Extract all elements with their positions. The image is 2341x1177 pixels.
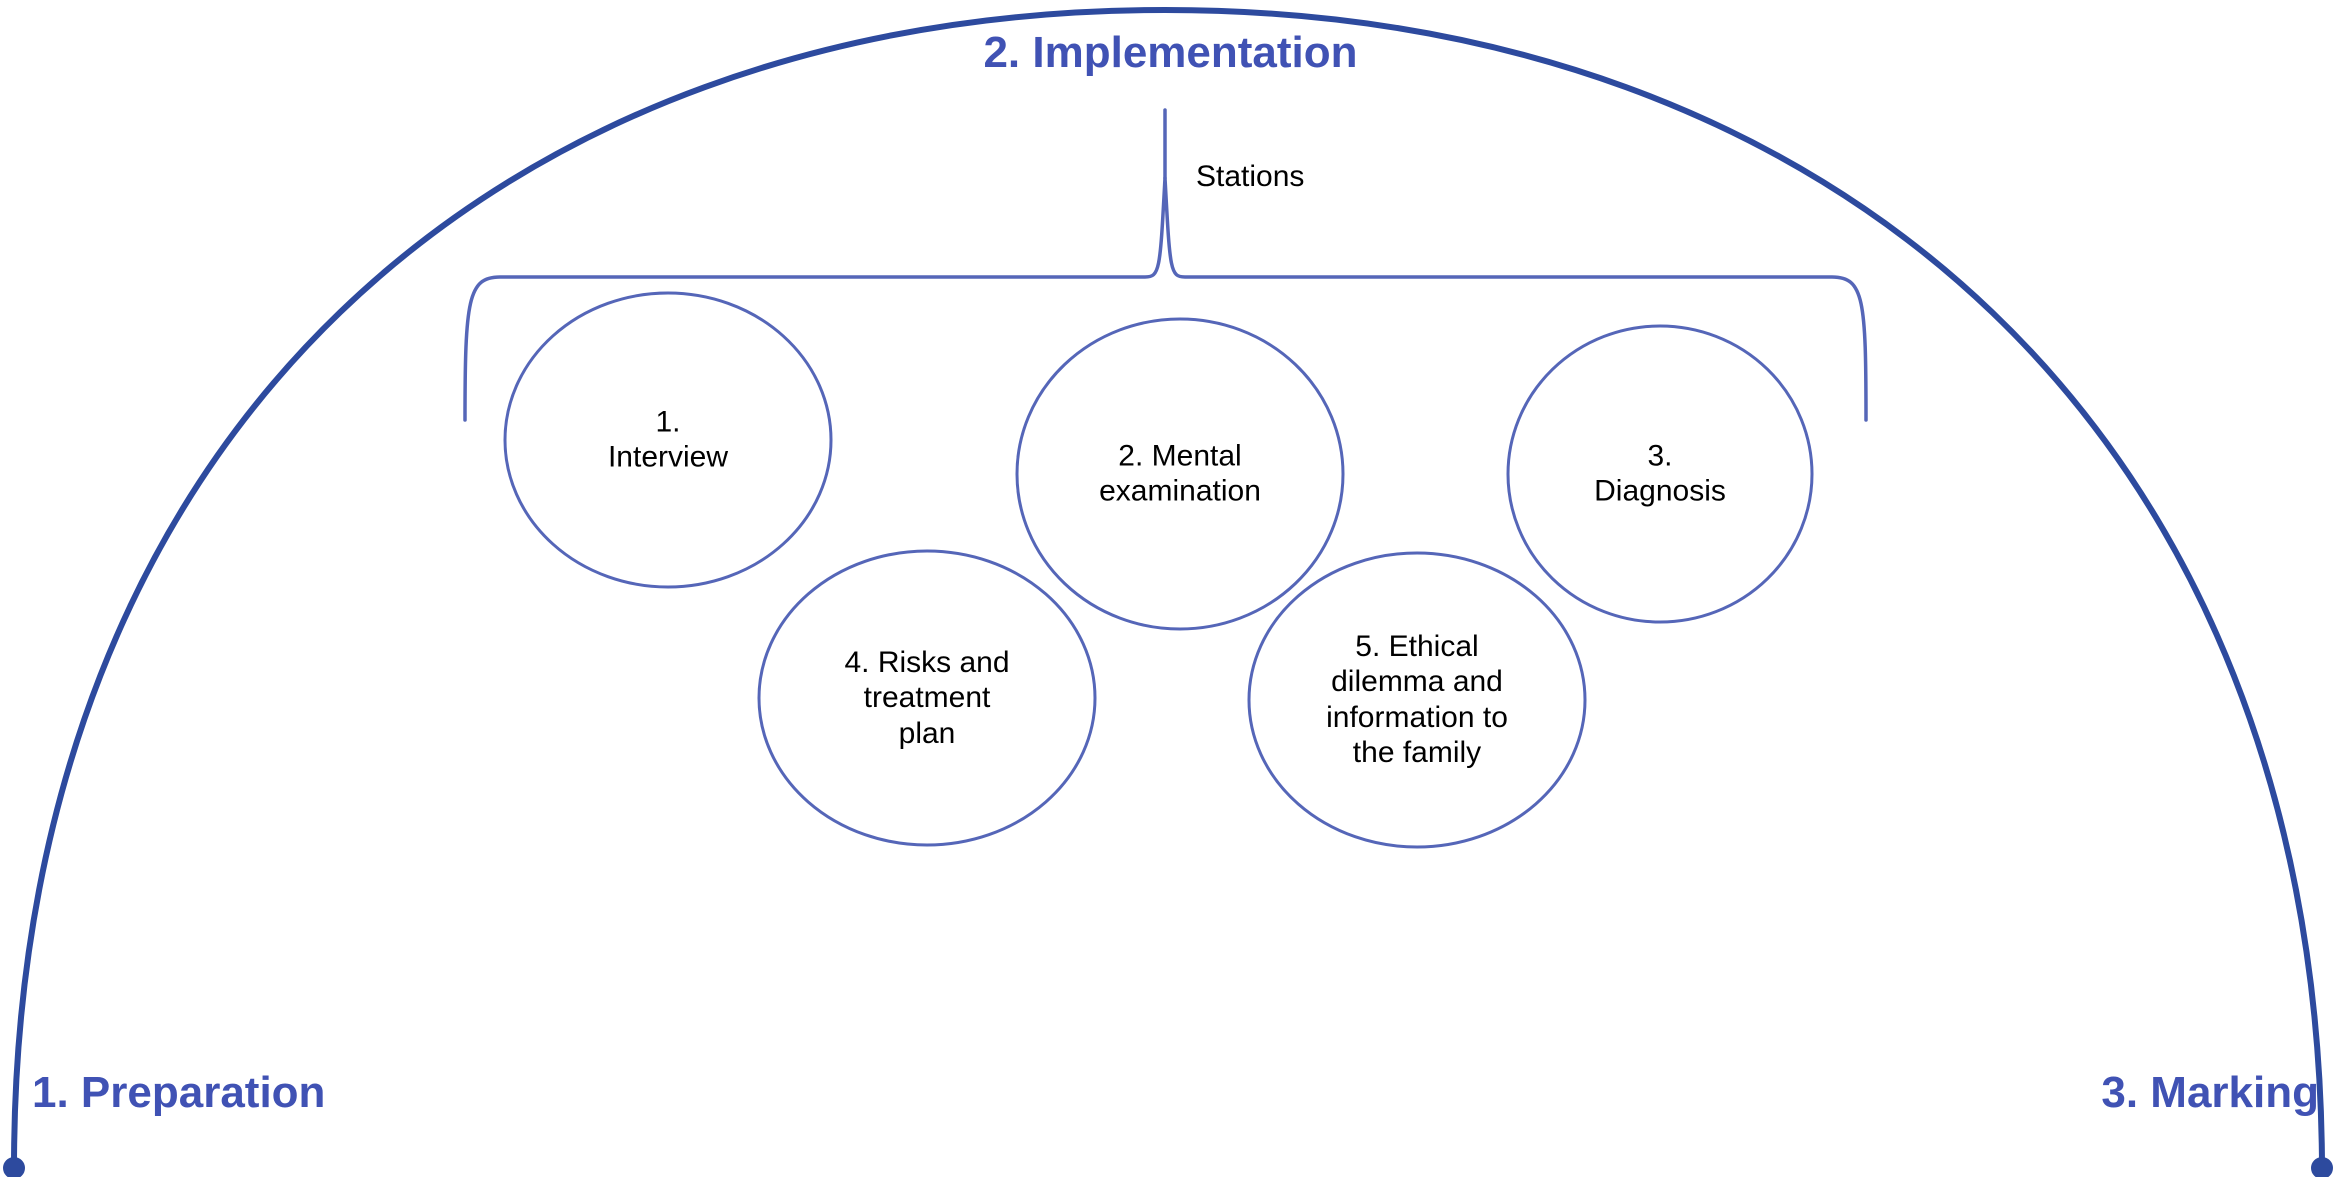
stations-brace-group xyxy=(463,108,1868,422)
station-circle-2 xyxy=(1015,317,1345,631)
station-circle-1 xyxy=(503,291,833,589)
arc-endpoint-right xyxy=(2311,1157,2333,1177)
station-circle-4 xyxy=(757,549,1097,847)
arc-endpoint-left xyxy=(3,1157,25,1177)
phase-label-implementation: 2. Implementation xyxy=(983,28,1358,77)
stations-brace-label: Stations xyxy=(1196,160,1305,193)
station-circle-5 xyxy=(1247,551,1587,849)
stations-brace xyxy=(463,176,1868,422)
phase-label-preparation: 1. Preparation xyxy=(32,1068,326,1117)
phase-label-marking: 3. Marking xyxy=(2101,1068,2319,1117)
process-arc xyxy=(11,6,2325,1171)
station-circle-3 xyxy=(1506,324,1814,624)
station-circles-group xyxy=(503,291,1814,849)
process-arc-group xyxy=(3,6,2333,1177)
